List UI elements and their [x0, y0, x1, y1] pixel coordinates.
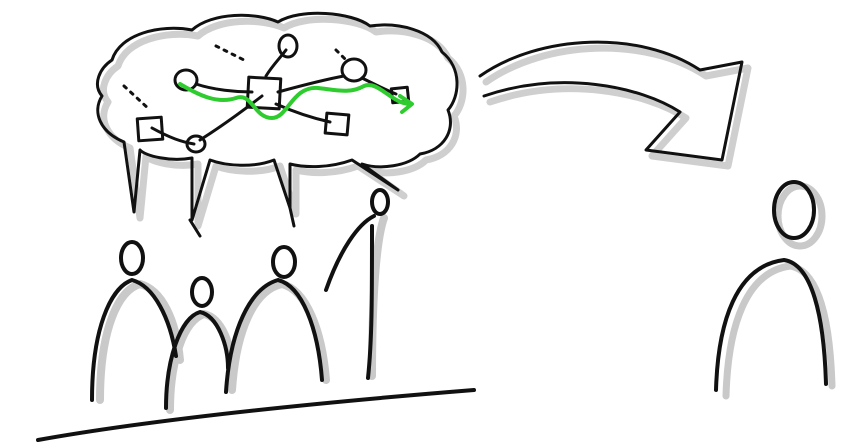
person-body: [714, 258, 828, 392]
single-person-shadow: [722, 182, 836, 400]
arrow-shadow: [482, 44, 752, 170]
person-group-3: [224, 245, 324, 394]
network-node-square: [135, 115, 165, 143]
network-dotted-link: [214, 44, 250, 64]
network-node-circle: [173, 68, 199, 92]
network-node-circle: [185, 134, 207, 154]
network-dotted-link: [334, 48, 350, 64]
cloud-connector: [288, 206, 296, 228]
person-head: [119, 240, 145, 276]
network-node-circle: [277, 33, 299, 59]
person-body: [164, 310, 230, 410]
network-edge: [276, 74, 346, 94]
network-diagram: [122, 33, 414, 154]
person-head: [772, 180, 816, 240]
arrow-outline: [478, 40, 744, 162]
thought-cloud: [96, 11, 467, 230]
person-body: [224, 278, 324, 394]
route-arrowhead: [398, 94, 414, 114]
person-head: [190, 276, 214, 308]
network-edge: [194, 82, 254, 94]
thought-cloud-outline: [96, 11, 459, 222]
person-body: [324, 214, 376, 380]
person-body: [90, 278, 178, 402]
group-of-people: [36, 188, 476, 442]
highlighted-route: [178, 82, 412, 120]
person-head: [370, 188, 390, 216]
network-dotted-link: [122, 84, 152, 112]
transfer-arrow: [478, 40, 752, 170]
network-node-square: [323, 111, 351, 137]
network-edge: [198, 94, 264, 142]
network-node-circle: [340, 57, 368, 83]
person-group-4: [324, 188, 390, 380]
single-person: [714, 180, 836, 400]
network-edge: [150, 126, 196, 146]
person-head: [271, 245, 297, 279]
person-group-2: [164, 276, 230, 410]
ground-line: [36, 388, 476, 442]
cloud-connector: [188, 218, 202, 238]
network-node-square: [245, 75, 283, 111]
thought-cloud-shadow: [100, 15, 467, 230]
network-edge: [264, 48, 288, 78]
person-group-1: [90, 240, 178, 402]
